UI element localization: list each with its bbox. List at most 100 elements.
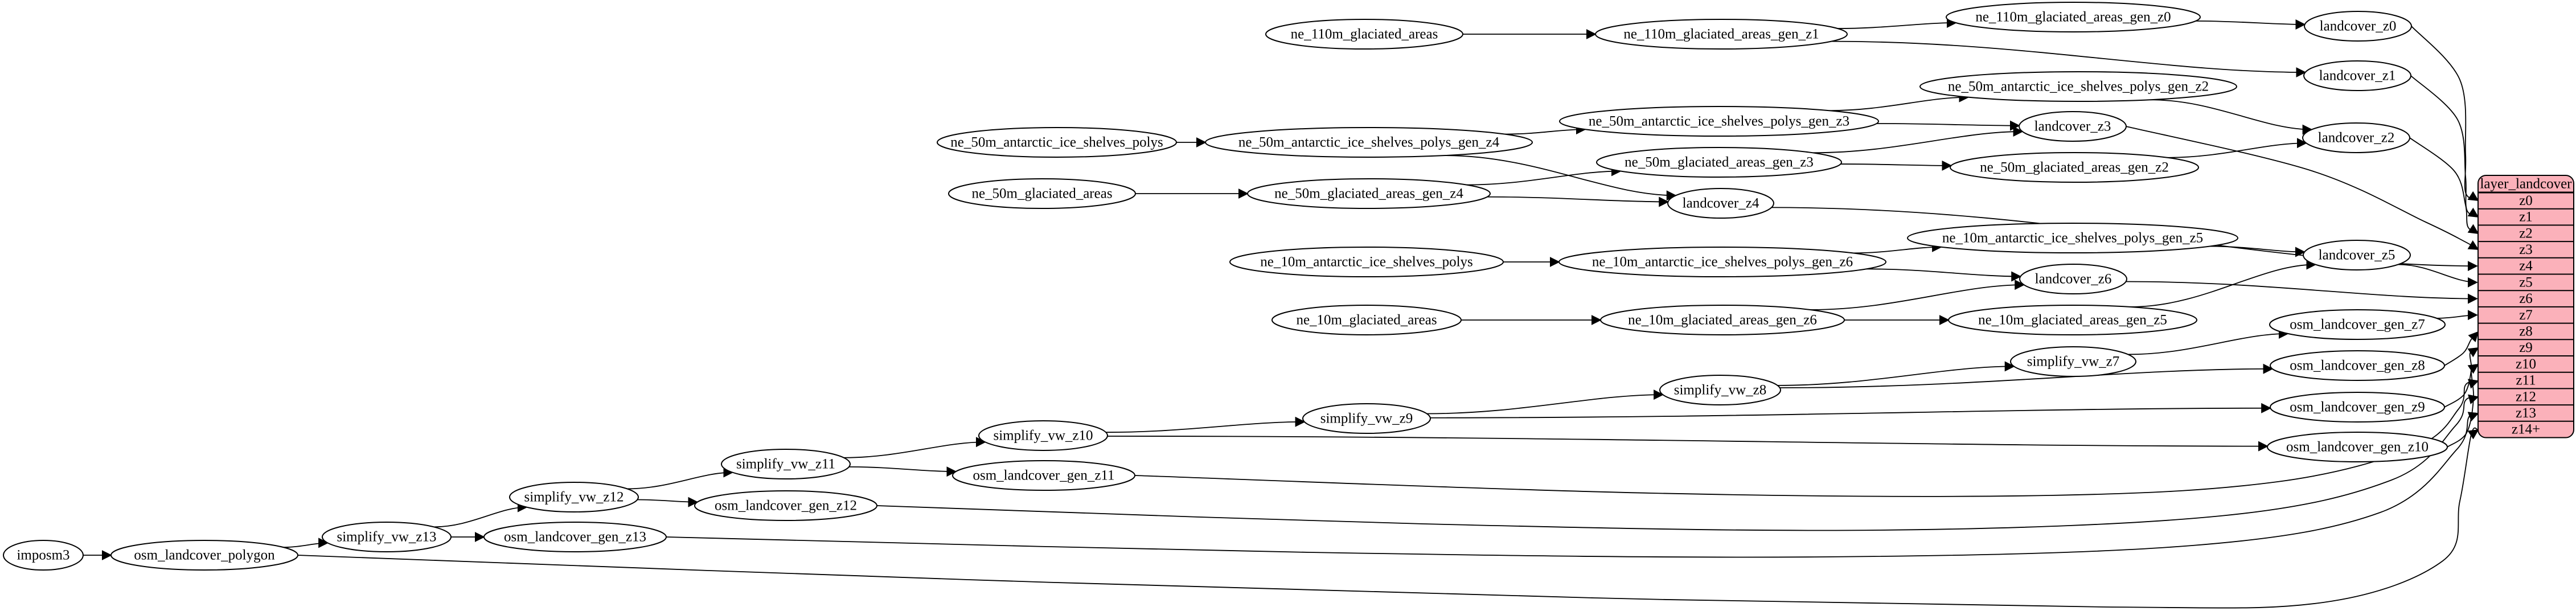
table-row-z2: z2 bbox=[2519, 225, 2533, 241]
node-ellipse-ne_10m_glaciated_areas_gen_z5 bbox=[1948, 305, 2197, 335]
node-label-simplify_vw_z11: simplify_vw_z11 bbox=[736, 457, 835, 472]
node-label-ne_110m_glaciated_areas_gen_z1: ne_110m_glaciated_areas_gen_z1 bbox=[1623, 27, 1819, 42]
node-ne_110m_glaciated_areas_gen_z0: ne_110m_glaciated_areas_gen_z0 bbox=[1946, 2, 2201, 32]
node-label-ne_50m_antarctic_ice_shelves_polys_gen_z4: ne_50m_antarctic_ice_shelves_polys_gen_z… bbox=[1238, 135, 1500, 150]
node-landcover_z4: landcover_z4 bbox=[1667, 188, 1774, 219]
node-ne_50m_glaciated_areas_gen_z2: ne_50m_glaciated_areas_gen_z2 bbox=[1950, 152, 2199, 183]
table-row-z10: z10 bbox=[2516, 356, 2536, 372]
table-row-z0: z0 bbox=[2519, 193, 2533, 208]
node-imposm3: imposm3 bbox=[3, 540, 84, 571]
node-ne_50m_antarctic_ice_shelves_polys_gen_z4: ne_50m_antarctic_ice_shelves_polys_gen_z… bbox=[1205, 127, 1533, 158]
edge-ne_50m_glaciated_areas_gen_z3-to-ne_50m_glaciated_areas_gen_z2 bbox=[1840, 160, 1952, 171]
node-label-landcover_z6: landcover_z6 bbox=[2035, 272, 2112, 287]
node-label-ne_10m_antarctic_ice_shelves_polys_gen_z6: ne_10m_antarctic_ice_shelves_polys_gen_z… bbox=[1592, 255, 1853, 270]
node-ellipse-osm_landcover_gen_z12 bbox=[694, 490, 877, 521]
edge-ne_110m_glaciated_areas_gen_z1-to-landcover_z1 bbox=[1831, 40, 2307, 78]
table-layer_landcover: layer_landcoverz0z1z2z3z4z5z6z7z8z9z10z1… bbox=[2477, 175, 2574, 438]
node-ellipse-simplify_vw_z7 bbox=[2010, 346, 2136, 377]
edge-ne_50m_antarctic_ice_shelves_polys_gen_z4-to-ne_50m_antarctic_ice_shelves_polys_gen_z3 bbox=[1505, 124, 1586, 135]
node-ne_50m_antarctic_ice_shelves_polys_gen_z2: ne_50m_antarctic_ice_shelves_polys_gen_z… bbox=[1919, 71, 2237, 102]
node-ellipse-landcover_z0 bbox=[2304, 11, 2412, 42]
node-ne_50m_antarctic_ice_shelves_polys_gen_z3: ne_50m_antarctic_ice_shelves_polys_gen_z… bbox=[1559, 106, 1879, 137]
node-ellipse-simplify_vw_z13 bbox=[322, 522, 452, 552]
node-ne_10m_glaciated_areas_gen_z6: ne_10m_glaciated_areas_gen_z6 bbox=[1600, 305, 1845, 335]
node-label-ne_10m_antarctic_ice_shelves_polys: ne_10m_antarctic_ice_shelves_polys bbox=[1260, 255, 1473, 270]
node-ne_10m_glaciated_areas: ne_10m_glaciated_areas bbox=[1271, 305, 1462, 335]
edge-ne_50m_glaciated_areas_gen_z3-to-landcover_z3 bbox=[1812, 126, 2024, 154]
node-simplify_vw_z12: simplify_vw_z12 bbox=[509, 482, 639, 512]
table-row-z3: z3 bbox=[2519, 242, 2533, 257]
node-label-osm_landcover_gen_z8: osm_landcover_gen_z8 bbox=[2290, 358, 2425, 374]
edge-simplify_vw_z7-to-osm_landcover_gen_z7 bbox=[2128, 328, 2289, 355]
node-osm_landcover_gen_z8: osm_landcover_gen_z8 bbox=[2270, 350, 2445, 381]
edge-ne_50m_antarctic_ice_shelves_polys_gen_z2-to-landcover_z2 bbox=[2150, 99, 2313, 135]
node-osm_landcover_gen_z13: osm_landcover_gen_z13 bbox=[483, 522, 667, 552]
node-ellipse-ne_10m_glaciated_areas_gen_z6 bbox=[1600, 305, 1845, 335]
node-ellipse-ne_50m_antarctic_ice_shelves_polys_gen_z2 bbox=[1919, 71, 2237, 102]
node-simplify_vw_z9: simplify_vw_z9 bbox=[1302, 403, 1431, 434]
table-row-z1: z1 bbox=[2519, 210, 2533, 225]
edge-simplify_vw_z8-to-simplify_vw_z7 bbox=[1777, 361, 2015, 386]
node-ellipse-ne_110m_glaciated_areas_gen_z0 bbox=[1946, 2, 2201, 32]
node-ellipse-simplify_vw_z12 bbox=[509, 482, 639, 512]
node-landcover_z1: landcover_z1 bbox=[2303, 60, 2411, 91]
node-ellipse-ne_50m_antarctic_ice_shelves_polys bbox=[937, 127, 1177, 158]
edge-ne_110m_glaciated_areas_gen_z0-to-landcover_z0 bbox=[2196, 19, 2306, 30]
node-ellipse-ne_10m_antarctic_ice_shelves_polys bbox=[1229, 247, 1504, 277]
node-label-simplify_vw_z8: simplify_vw_z8 bbox=[1674, 383, 1767, 398]
edge-landcover_z6-to-z6 bbox=[2126, 281, 2478, 304]
node-ellipse-osm_landcover_gen_z7 bbox=[2269, 309, 2446, 340]
node-ellipse-ne_110m_glaciated_areas_gen_z1 bbox=[1595, 19, 1848, 50]
edge-landcover_z2-to-z2 bbox=[2409, 137, 2479, 234]
node-ne_50m_antarctic_ice_shelves_polys: ne_50m_antarctic_ice_shelves_polys bbox=[937, 127, 1177, 158]
node-ellipse-ne_10m_glaciated_areas bbox=[1271, 305, 1462, 335]
edge-ne_10m_antarctic_ice_shelves_polys_gen_z6-to-landcover_z6 bbox=[1866, 268, 2022, 282]
edge-ne_110m_glaciated_areas_gen_z1-to-ne_110m_glaciated_areas_gen_z0 bbox=[1837, 17, 1957, 29]
node-ellipse-landcover_z2 bbox=[2302, 122, 2410, 153]
node-label-landcover_z0: landcover_z0 bbox=[2320, 19, 2397, 34]
edges-layer bbox=[83, 17, 2479, 609]
node-ellipse-simplify_vw_z11 bbox=[721, 449, 851, 479]
table-row-z8: z8 bbox=[2519, 323, 2533, 339]
node-label-ne_50m_antarctic_ice_shelves_polys_gen_z2: ne_50m_antarctic_ice_shelves_polys_gen_z… bbox=[1948, 79, 2209, 95]
node-label-simplify_vw_z9: simplify_vw_z9 bbox=[1320, 411, 1413, 427]
edge-osm_landcover_gen_z10-to-z10 bbox=[2447, 364, 2479, 448]
edge-ne_50m_antarctic_ice_shelves_polys_gen_z3-to-ne_50m_antarctic_ice_shelves_polys_gen_z2 bbox=[1829, 92, 1970, 112]
edge-osm_landcover_gen_z11-to-z11 bbox=[1134, 379, 2479, 497]
node-label-osm_landcover_gen_z13: osm_landcover_gen_z13 bbox=[504, 530, 646, 545]
node-label-ne_10m_glaciated_areas_gen_z5: ne_10m_glaciated_areas_gen_z5 bbox=[1978, 313, 2167, 328]
node-label-simplify_vw_z7: simplify_vw_z7 bbox=[2027, 354, 2120, 370]
node-simplify_vw_z11: simplify_vw_z11 bbox=[721, 449, 851, 479]
node-label-osm_landcover_polygon: osm_landcover_polygon bbox=[134, 548, 275, 563]
edge-landcover_z0-to-z0 bbox=[2411, 26, 2479, 201]
table-row-z11: z11 bbox=[2516, 373, 2536, 388]
node-ellipse-osm_landcover_gen_z9 bbox=[2270, 392, 2445, 423]
node-label-osm_landcover_gen_z11: osm_landcover_gen_z11 bbox=[973, 468, 1115, 483]
node-ne_10m_glaciated_areas_gen_z5: ne_10m_glaciated_areas_gen_z5 bbox=[1948, 305, 2197, 335]
node-ellipse-osm_landcover_gen_z11 bbox=[952, 460, 1135, 491]
node-label-osm_landcover_gen_z7: osm_landcover_gen_z7 bbox=[2290, 317, 2425, 333]
node-ellipse-simplify_vw_z10 bbox=[978, 420, 1108, 451]
edge-simplify_vw_z11-to-simplify_vw_z10 bbox=[843, 437, 986, 458]
node-ne_10m_antarctic_ice_shelves_polys: ne_10m_antarctic_ice_shelves_polys bbox=[1229, 247, 1504, 277]
table-title: layer_landcover bbox=[2480, 177, 2572, 192]
node-ne_50m_glaciated_areas: ne_50m_glaciated_areas bbox=[948, 178, 1136, 209]
node-label-landcover_z4: landcover_z4 bbox=[1683, 196, 1759, 211]
edge-osm_landcover_gen_z12-to-z12 bbox=[876, 394, 2479, 531]
edge-ne_50m_antarctic_ice_shelves_polys_gen_z3-to-landcover_z3 bbox=[1876, 120, 2020, 131]
node-ellipse-ne_50m_glaciated_areas bbox=[948, 178, 1136, 209]
node-landcover_z2: landcover_z2 bbox=[2302, 122, 2410, 153]
node-ellipse-osm_landcover_gen_z10 bbox=[2267, 432, 2448, 462]
node-label-simplify_vw_z10: simplify_vw_z10 bbox=[994, 428, 1093, 444]
node-label-osm_landcover_gen_z9: osm_landcover_gen_z9 bbox=[2290, 400, 2425, 415]
edge-simplify_vw_z9-to-osm_landcover_gen_z9 bbox=[1430, 403, 2272, 419]
table-row-z12: z12 bbox=[2516, 389, 2536, 404]
nodes-layer: imposm3 osm_landcover_polygon simplify_vw_… bbox=[3, 2, 2448, 571]
edge-ne_10m_antarctic_ice_shelves_polys_gen_z6-to-ne_10m_antarctic_ice_shelves_polys_gen_z5 bbox=[1853, 241, 1943, 254]
edge-landcover_z5-to-z5 bbox=[2398, 264, 2478, 288]
node-label-ne_10m_glaciated_areas_gen_z6: ne_10m_glaciated_areas_gen_z6 bbox=[1628, 313, 1817, 328]
node-label-imposm3: imposm3 bbox=[17, 548, 69, 563]
node-ellipse-landcover_z3 bbox=[2019, 111, 2127, 142]
node-label-simplify_vw_z12: simplify_vw_z12 bbox=[524, 490, 624, 505]
